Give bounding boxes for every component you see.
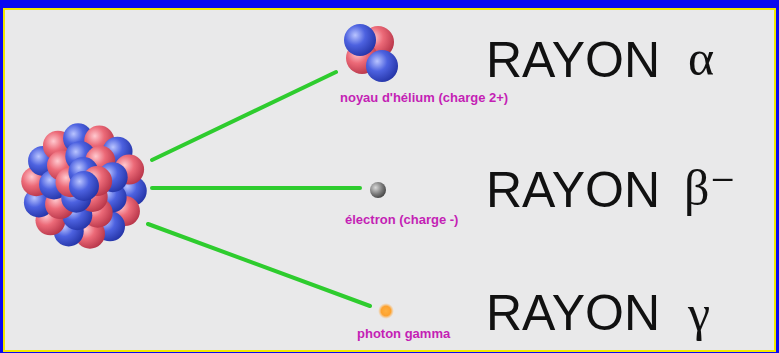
nucleon xyxy=(69,171,99,201)
particle-icon xyxy=(368,180,388,200)
nucleus xyxy=(21,123,147,248)
photon-dot xyxy=(378,303,394,319)
particle-icon xyxy=(340,22,406,88)
ray-name: RAYON xyxy=(486,165,660,215)
ray-name: RAYON xyxy=(486,35,660,85)
nucleon xyxy=(344,24,376,56)
particle-node: noyau d'hélium (charge 2+) xyxy=(340,22,511,105)
particle-node: photon gamma xyxy=(357,302,453,341)
particle-caption: photon gamma xyxy=(357,326,450,341)
particle-icon xyxy=(377,302,395,320)
panel xyxy=(4,9,775,351)
alpha-line xyxy=(152,72,336,160)
nucleon xyxy=(366,50,398,82)
particle-caption: noyau d'hélium (charge 2+) xyxy=(340,90,508,105)
beta-line xyxy=(152,186,360,190)
particle-node: électron (charge -) xyxy=(345,180,461,227)
ray-symbol: α xyxy=(688,33,714,83)
gamma-line xyxy=(148,224,370,306)
ray-symbol: γ xyxy=(688,288,710,338)
particle-caption: électron (charge -) xyxy=(345,212,458,227)
emission-lines xyxy=(148,72,370,306)
ray-symbol: β⁻ xyxy=(684,163,736,213)
electron-dot xyxy=(370,182,386,198)
ray-name: RAYON xyxy=(486,288,660,338)
